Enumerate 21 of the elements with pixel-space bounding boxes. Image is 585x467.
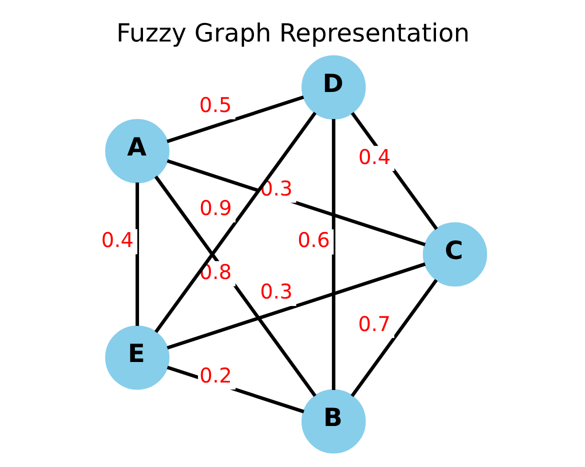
edge-label: 0.5	[198, 92, 232, 117]
node-circle: E	[104, 324, 169, 390]
node-circle: D	[301, 54, 366, 119]
node-circle: C	[422, 222, 487, 286]
connector	[166, 95, 304, 143]
connector	[350, 278, 438, 397]
node-circle: A	[104, 118, 169, 183]
diagram-title: Fuzzy Graph Representation	[116, 18, 470, 48]
connector	[166, 158, 426, 246]
edge-label: 0.7	[358, 311, 390, 336]
edge-label: 0.2	[199, 362, 232, 387]
edge-label: 0.4	[100, 228, 134, 252]
edge-label: 0.4	[358, 144, 390, 168]
connector	[350, 111, 438, 230]
edge-label: 0.6	[297, 228, 330, 252]
node-circle: B	[301, 388, 366, 454]
edge-label: 0.3	[260, 279, 292, 304]
connector	[135, 182, 139, 326]
edge-label: 0.9	[198, 196, 232, 220]
connector	[331, 118, 335, 390]
connector	[154, 111, 316, 333]
